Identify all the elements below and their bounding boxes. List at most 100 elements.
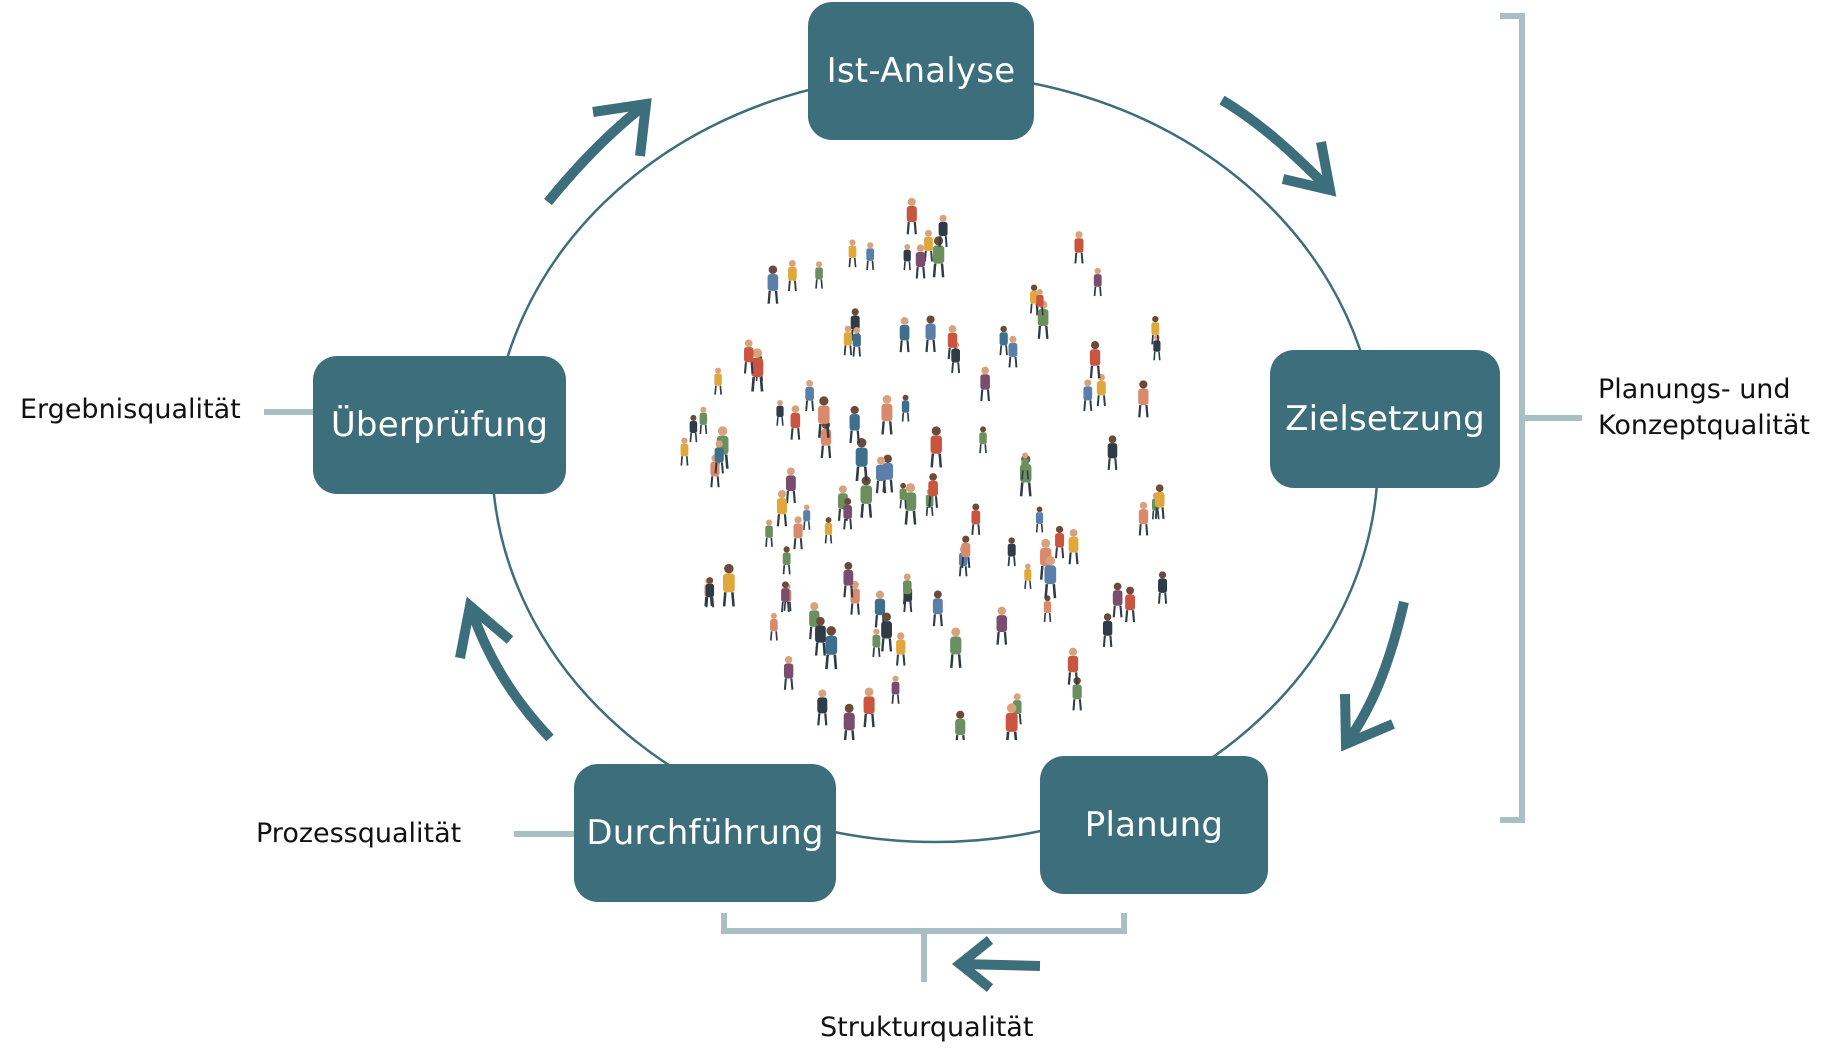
person-figure — [860, 476, 873, 518]
stage-durchfuehrung: Durchführung — [574, 764, 836, 902]
person-figure — [1044, 555, 1057, 599]
stage-zielsetzung: Zielsetzung — [1270, 350, 1500, 488]
person-figure — [776, 399, 784, 426]
person-figure — [875, 456, 887, 494]
person-figure — [785, 467, 796, 503]
person-figure — [1093, 267, 1102, 297]
person-figure — [1021, 452, 1029, 480]
person-figure — [925, 315, 936, 353]
stage-planung-label: Planung — [1084, 805, 1224, 845]
person-figure — [1151, 315, 1160, 345]
person-figure — [1043, 595, 1052, 623]
person-figure — [783, 656, 794, 690]
person-figure — [787, 260, 797, 292]
person-figure — [751, 348, 764, 392]
person-figure — [955, 710, 966, 740]
person-figure — [1102, 613, 1113, 648]
label-prozessqualitaet: Prozessqualität — [256, 818, 462, 849]
person-figure — [1154, 484, 1165, 519]
person-figure — [767, 265, 779, 304]
person-figure — [781, 581, 790, 613]
person-figure — [803, 504, 811, 530]
person-figure — [923, 229, 933, 262]
person-figure — [790, 405, 801, 440]
label-ergebnisqualitaet: Ergebnisqualität — [20, 394, 241, 425]
person-figure — [817, 689, 828, 726]
person-figure — [1089, 340, 1101, 379]
stage-ist-analyse: Ist-Analyse — [808, 2, 1034, 140]
person-figure — [848, 239, 857, 268]
person-figure — [855, 438, 868, 482]
person-figure — [866, 242, 875, 271]
person-figure — [793, 516, 803, 550]
label-strukturqualitaet: Strukturqualität — [820, 1012, 1034, 1043]
person-figure — [1005, 703, 1018, 740]
person-figure — [950, 627, 962, 668]
person-figure — [714, 367, 722, 395]
person-figure — [743, 339, 754, 374]
person-figure — [979, 426, 987, 454]
person-figure — [881, 612, 893, 652]
person-figure — [874, 590, 886, 628]
person-figure — [1037, 300, 1049, 339]
person-figure — [930, 426, 943, 468]
structure-bracket — [721, 913, 1127, 982]
person-figure — [769, 612, 778, 641]
person-figure — [899, 482, 907, 509]
person-figure — [863, 687, 875, 728]
person-figure — [980, 366, 990, 402]
arrow-right-down-icon — [1340, 600, 1409, 752]
arrow-bottom-back-icon — [951, 936, 1041, 992]
person-figure — [699, 406, 708, 434]
person-figure — [814, 616, 826, 656]
person-figure — [1074, 231, 1084, 264]
person-figure — [1007, 537, 1016, 567]
person-figure — [1035, 506, 1044, 533]
label-planungs-line1: Planungs- und — [1598, 374, 1791, 405]
person-figure — [999, 325, 1008, 356]
person-figure — [891, 675, 900, 704]
person-figure — [902, 573, 912, 605]
person-figure — [782, 546, 791, 575]
person-figure — [961, 535, 971, 568]
person-figure — [947, 325, 958, 360]
person-figure — [938, 214, 948, 247]
person-figure — [971, 503, 981, 535]
person-figure — [714, 440, 724, 474]
stage-zielsetzung-label: Zielsetzung — [1285, 399, 1485, 439]
stage-planung: Planung — [1040, 756, 1268, 894]
person-figure — [915, 244, 926, 279]
person-figure — [689, 414, 698, 443]
person-figure — [1125, 586, 1136, 623]
person-figure — [1138, 501, 1149, 536]
person-figure — [1157, 571, 1168, 604]
arrow-bottom-left-icon — [455, 596, 554, 742]
person-figure — [825, 626, 838, 670]
person-figure — [932, 236, 945, 278]
person-figure — [824, 517, 833, 544]
person-figure — [765, 519, 773, 547]
label-planungs-konzeptqualitaet: Planungs- und Konzeptqualität — [1598, 372, 1810, 445]
person-figure — [1054, 525, 1065, 559]
person-figure — [906, 197, 917, 235]
person-figure — [896, 632, 906, 666]
person-figure — [817, 396, 830, 438]
person-figure — [843, 498, 853, 530]
person-figure — [843, 703, 855, 740]
person-figure — [843, 325, 853, 356]
person-figure — [996, 606, 1008, 645]
person-figure — [899, 317, 910, 353]
person-figure — [901, 394, 910, 422]
person-figure — [928, 473, 939, 508]
person-figure — [1153, 334, 1161, 361]
person-figure — [705, 577, 715, 608]
arrow-top-right-icon — [1219, 95, 1337, 197]
person-figure — [849, 405, 860, 443]
person-figure — [881, 395, 893, 435]
arrow-top-left-icon — [544, 98, 652, 206]
person-figure — [903, 244, 911, 271]
person-figure — [1068, 529, 1079, 565]
person-figure — [680, 437, 689, 466]
stage-durchfuehrung-label: Durchführung — [586, 813, 824, 853]
